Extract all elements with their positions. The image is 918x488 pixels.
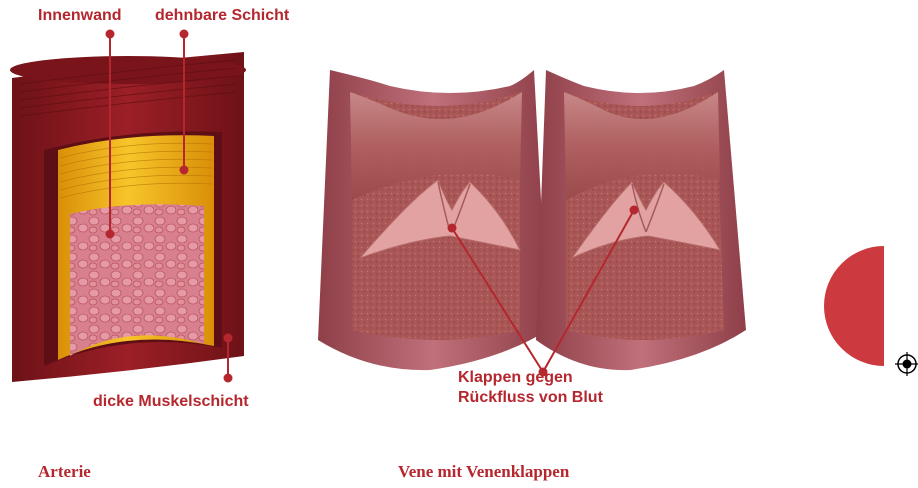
label-innenwand: Innenwand bbox=[38, 6, 122, 26]
label-klappen: Klappen gegen Rückfluss von Blut bbox=[458, 368, 603, 408]
label-dicke-muskelschicht: dicke Muskelschicht bbox=[93, 392, 249, 412]
label-klappen-line2: Rückfluss von Blut bbox=[458, 388, 603, 408]
label-dehnbare-schicht: dehnbare Schicht bbox=[155, 6, 289, 26]
vein-right-illustration bbox=[536, 70, 746, 370]
label-klappen-line1: Klappen gegen bbox=[458, 368, 603, 388]
registration-mark-icon bbox=[895, 352, 918, 376]
page-tab bbox=[824, 246, 884, 366]
caption-arterie: Arterie bbox=[38, 462, 91, 482]
caption-vene: Vene mit Venenklappen bbox=[398, 462, 569, 482]
artery-illustration bbox=[10, 52, 246, 382]
